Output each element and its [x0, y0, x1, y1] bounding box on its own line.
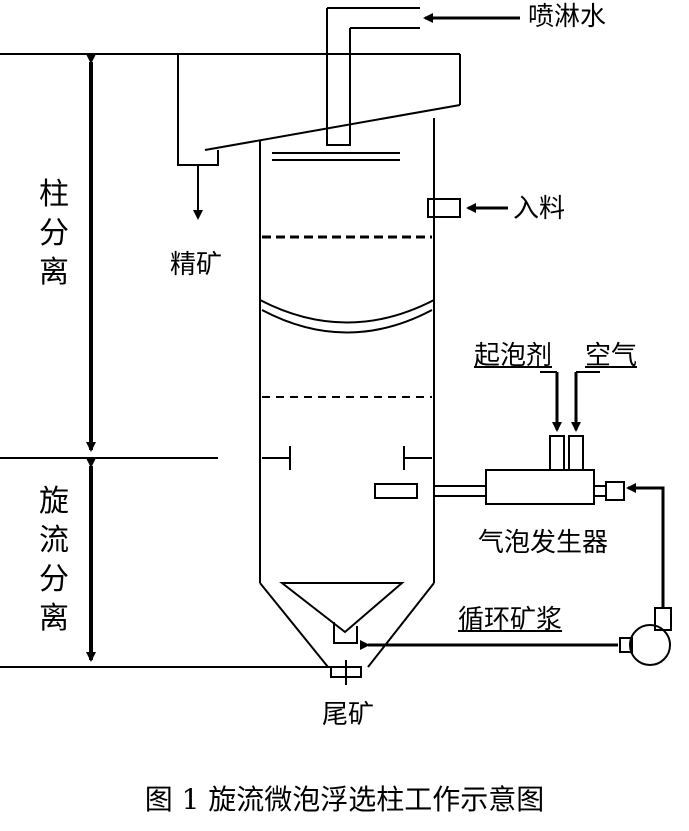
bubble-generator-body	[485, 469, 595, 505]
cyclone-separation-char-4: 离	[39, 601, 69, 636]
figure-caption: 图 1 旋流微泡浮选柱工作示意图	[144, 783, 545, 816]
column-separation-label: 柱 分 离	[37, 175, 71, 292]
cyclone-separation-label: 旋 流 分 离	[37, 482, 71, 638]
frother-label: 起泡剂	[474, 341, 553, 371]
spray-water-label: 喷淋水	[528, 2, 607, 32]
frother-inlet	[549, 435, 565, 471]
air-inlet	[568, 435, 584, 471]
column-separation-char-2: 分	[39, 216, 69, 251]
feed-inlet	[427, 198, 461, 218]
air-label: 空气	[585, 341, 638, 371]
feed-label: 入料	[513, 194, 566, 224]
spray-water-pipe	[326, 8, 351, 146]
column-separation-char-3: 离	[39, 255, 69, 290]
interface-curve-1	[259, 299, 435, 324]
tangential-inlet	[374, 483, 418, 499]
cyclone-separation-char-1: 旋	[39, 484, 69, 519]
cone-right-wall	[367, 582, 435, 668]
cyclone-separation-char-2: 流	[39, 523, 69, 558]
inner-cone	[279, 582, 405, 634]
launder-slope	[204, 104, 461, 151]
interface-curve-2	[261, 309, 433, 334]
cone-left-wall	[259, 582, 329, 668]
column-separation-char-1: 柱	[39, 177, 69, 212]
bubble-generator-label: 气泡发生器	[478, 528, 609, 558]
pump-return-line	[626, 483, 665, 608]
inner-cone-outlet	[333, 622, 358, 644]
tailings-label: 尾矿	[322, 700, 375, 730]
circulation-pump	[629, 624, 671, 666]
circulating-slurry-label: 循环矿浆	[458, 605, 563, 635]
concentrate-label: 精矿	[170, 250, 223, 280]
generator-inlet	[605, 481, 625, 501]
cyclone-separation-char-3: 分	[39, 562, 69, 597]
